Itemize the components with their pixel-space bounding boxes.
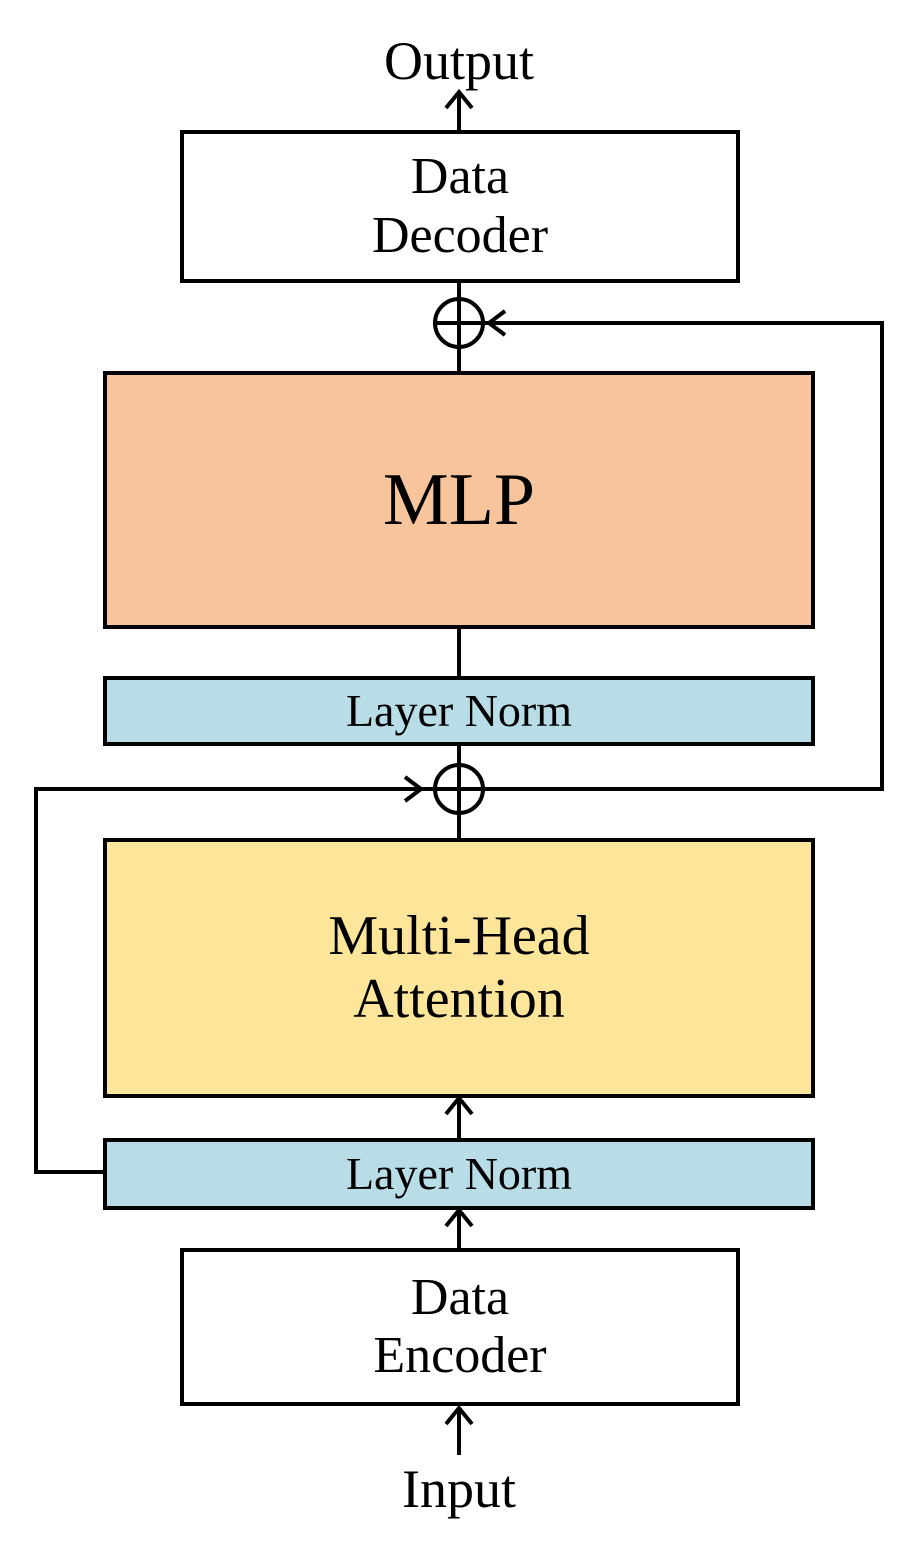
- residual-skip-lower: [34, 787, 433, 1174]
- layer-norm-bottom-label: Layer Norm: [345, 1148, 573, 1200]
- output-label: Output: [330, 34, 588, 88]
- input-label: Input: [330, 1462, 588, 1516]
- output-label-text: Output: [383, 31, 534, 91]
- mlp-label: MLP: [382, 458, 536, 541]
- layer-norm-top-label: Layer Norm: [345, 685, 573, 737]
- attention-line2: Attention: [353, 968, 565, 1030]
- input-arrowhead: [444, 1404, 474, 1426]
- output-arrowhead: [444, 88, 474, 110]
- data-encoder-block: Data Encoder: [180, 1248, 740, 1406]
- data-encoder-line2: Encoder: [373, 1327, 547, 1384]
- data-encoder-line1: Data: [410, 1268, 510, 1326]
- mlp-block: MLP: [103, 371, 815, 629]
- norm-to-attention-arrowhead: [444, 1094, 474, 1116]
- data-decoder-block: Data Decoder: [180, 130, 740, 283]
- data-decoder-line2: Decoder: [371, 206, 549, 264]
- add-node-lower: [433, 763, 485, 815]
- input-label-text: Input: [402, 1459, 516, 1519]
- layer-norm-top-block: Layer Norm: [103, 676, 815, 746]
- layer-norm-bottom-block: Layer Norm: [103, 1138, 815, 1210]
- add-node-upper: [433, 297, 485, 349]
- attention-text: Multi-Head Attention: [328, 905, 589, 1030]
- residual-skip-upper-arrowhead: [485, 309, 507, 337]
- data-decoder-line1: Data: [410, 148, 510, 206]
- encoder-to-norm-arrowhead: [444, 1206, 474, 1228]
- data-decoder-text: Data Decoder: [372, 148, 548, 264]
- attention-line1: Multi-Head: [328, 905, 590, 968]
- residual-skip-upper: [485, 321, 884, 791]
- residual-skip-lower-arrowhead: [403, 775, 425, 803]
- data-encoder-text: Data Encoder: [373, 1269, 546, 1385]
- multi-head-attention-block: Multi-Head Attention: [103, 838, 815, 1098]
